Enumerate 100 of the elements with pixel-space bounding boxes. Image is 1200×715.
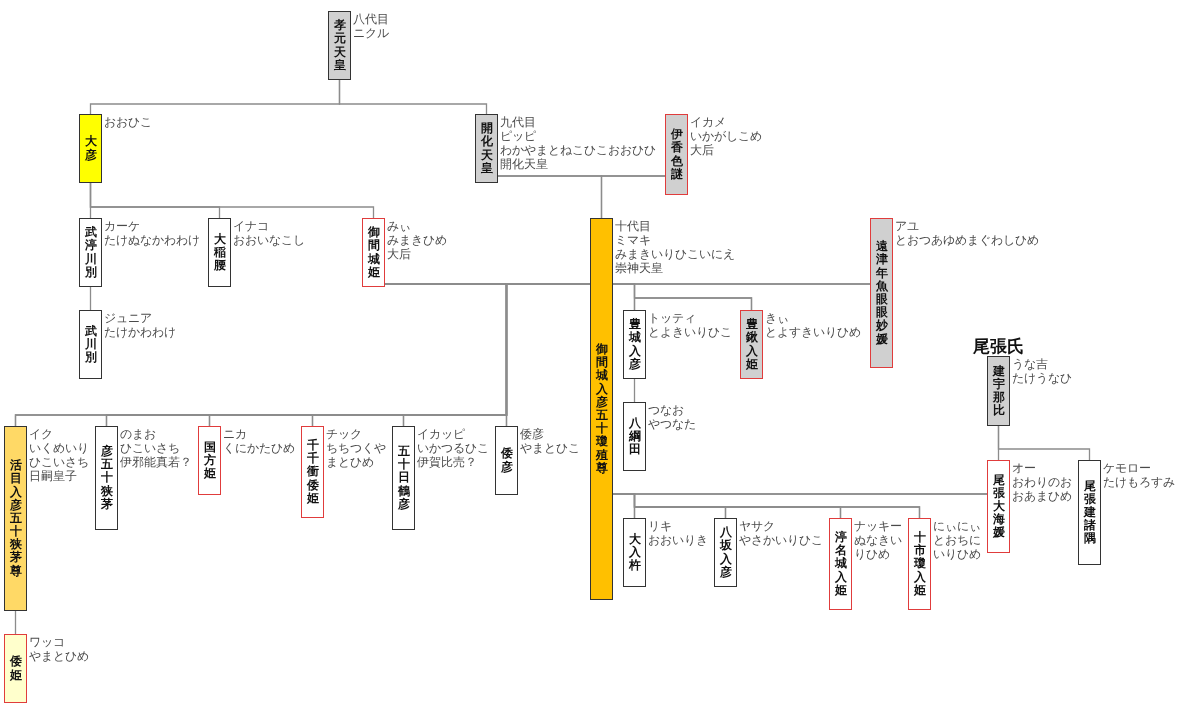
annotation-text: わかやまとねこひこおおひひ [500, 143, 656, 157]
annotation-text: つなお [648, 403, 685, 417]
annotation-text: きぃ [765, 311, 790, 325]
person-name: 彦五十狭茅 [100, 445, 113, 511]
annotation-text: ニクル [353, 26, 389, 40]
annotation-text: 伊邪能真若？ [120, 455, 192, 469]
annotation-text: 日嗣皇子 [29, 469, 78, 483]
person-name: 御間城入彦五十瓊殖尊 [595, 343, 608, 475]
annotation-text: うな吉 [1012, 357, 1049, 371]
family-line [89, 182, 375, 219]
person-name: 大入杵 [628, 532, 641, 573]
person-name: 武川別 [84, 324, 97, 365]
annotation-text: とおつあゆめまぐわしひめ [895, 233, 1039, 247]
family-line [505, 283, 591, 427]
annotation-text: 大后 [387, 247, 412, 261]
person-name: 尾張建諸隅 [1083, 479, 1096, 546]
annotation-text: 伊賀比売？ [417, 455, 478, 469]
person-name: 伊香色謎 [670, 128, 683, 181]
family-line [997, 425, 1091, 461]
annotation-text: いかがしこめ [690, 129, 762, 143]
person-name: 倭姫 [9, 655, 22, 682]
annotation-text: イカッピ [417, 427, 466, 441]
annotation-text: オー [1012, 461, 1037, 475]
annotation-text: イカメ [690, 115, 727, 129]
person-name: 豊城入彦 [628, 318, 641, 371]
person-name: 八綱田 [628, 416, 641, 457]
family-line [338, 79, 488, 115]
person-name: 五十日鶴彦 [397, 445, 410, 511]
annotation-text: おおいなこし [233, 233, 305, 247]
annotation-text: トッティ [648, 311, 697, 325]
annotation-text: みまきいりひこいにえ [615, 247, 735, 261]
family-line [89, 286, 92, 311]
person-name: 建宇那比 [992, 364, 1005, 418]
family-line [633, 283, 871, 311]
annotation-text: みぃ [387, 219, 412, 233]
person-name: 千千衝倭姫 [306, 439, 319, 505]
annotation-text: いくめいりひこいさち [29, 441, 90, 469]
annotation-text: やまとひこ [520, 441, 580, 455]
annotation-text: おわりのおおあまひめ [1012, 475, 1073, 503]
annotation-text: 八代目 [353, 12, 389, 26]
annotation-text: いかつるひこ [417, 441, 489, 455]
annotation-text: おおひこ [104, 115, 152, 129]
annotation-text: チック [326, 427, 363, 441]
annotation-text: みまきひめ [387, 233, 447, 247]
annotation-text: 開化天皇 [500, 157, 549, 171]
annotation-text: たけもろすみ [1103, 475, 1175, 489]
person-name: 孝元天皇 [333, 19, 346, 72]
annotation-text: おおいりき [648, 533, 708, 547]
person-name: 倭彦 [500, 447, 513, 474]
person-name: 開化天皇 [480, 122, 493, 175]
annotation-text: 大后 [690, 143, 715, 157]
person-name: 尾張大海媛 [992, 473, 1005, 540]
annotation-text: リキ [648, 519, 673, 533]
annotation-text: くにかたひめ [223, 441, 295, 455]
person-name: 豊鍬入姫 [745, 318, 758, 371]
person-name: 国方姫 [203, 440, 216, 481]
annotation-text: たけかわわけ [104, 325, 176, 339]
person-name: 遠津年魚眼眼妙媛 [875, 240, 888, 346]
annotation-text: たけうなひ [1012, 371, 1072, 385]
annotation-text: ワッコ [29, 635, 66, 649]
annotation-text: ピッピ [500, 129, 537, 143]
annotation-text: 倭彦 [520, 427, 545, 441]
annotation-text: とおちにいりひめ [933, 533, 982, 561]
person-name: 渟名城入姫 [834, 531, 847, 597]
annotation-text: やまとひめ [29, 649, 89, 663]
annotation-text: 崇神天皇 [615, 261, 664, 275]
annotation-text: やさかいりひこ [739, 533, 823, 547]
annotation-text: たけぬなかわわけ [104, 233, 200, 247]
annotation-text: やつなた [648, 417, 696, 431]
annotation-text: ちちつくやまとひめ [326, 441, 387, 469]
annotation-text: イク [29, 427, 54, 441]
family-line [14, 610, 17, 635]
family-line [633, 493, 988, 519]
annotation-text: カーケ [104, 219, 141, 233]
annotation-text: のまお [120, 427, 157, 441]
person-name: 活目入彦五十狭茅尊 [9, 459, 22, 578]
annotation-text: 十代目 [615, 219, 652, 233]
annotation-text: ナッキー [854, 519, 903, 533]
person-name: 八坂入彦 [719, 526, 732, 579]
clan-heading: 尾張氏 [973, 336, 1024, 356]
person-name: 御間城姫 [367, 226, 380, 279]
person-name: 大稲腰 [213, 232, 226, 273]
annotation-text: ヤサク [739, 519, 776, 533]
annotation-text: とよきいりひこ [648, 325, 732, 339]
annotation-text: 九代目 [500, 115, 537, 129]
annotation-text: ひこいさち [120, 441, 181, 455]
family-line [633, 378, 636, 403]
person-name: 大彦 [84, 135, 97, 162]
annotation-text: ニカ [223, 427, 248, 441]
person-name: 十市瓊入姫 [913, 531, 926, 597]
person-name: 武渟川別 [84, 226, 97, 279]
annotation-text: ケモロー [1103, 461, 1152, 475]
annotation-text: ぬなきいりひめ [854, 533, 903, 561]
annotation-text: ミマキ [615, 233, 652, 247]
annotation-text: にぃにぃ [933, 519, 982, 533]
annotation-text: イナコ [233, 219, 270, 233]
annotation-text: アユ [895, 219, 920, 233]
annotation-text: とよすきいりひめ [765, 325, 861, 339]
family-line [600, 175, 666, 219]
annotation-text: ジュニア [104, 311, 153, 325]
